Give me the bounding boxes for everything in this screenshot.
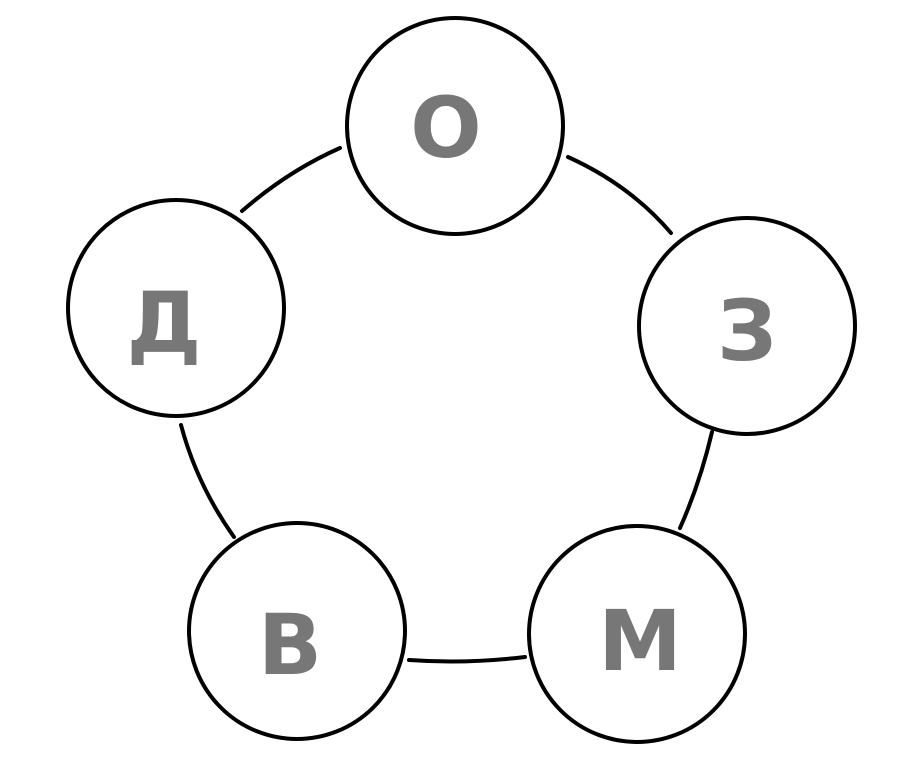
- node-letter: Д: [127, 274, 202, 372]
- node-letter: З: [717, 282, 777, 380]
- connector-d-o: [240, 146, 342, 213]
- connector-z-m: [678, 430, 714, 530]
- node-circle: [187, 521, 407, 741]
- node-circle: [66, 198, 286, 418]
- connector-v-d: [179, 423, 236, 539]
- node-circle: [527, 524, 747, 744]
- node-d: Д: [66, 198, 286, 418]
- node-v: В: [187, 521, 407, 741]
- node-circle: [637, 216, 857, 436]
- node-m: М: [527, 524, 747, 744]
- connector-o-z: [566, 155, 673, 235]
- node-o: О: [345, 16, 565, 236]
- node-circle: [345, 16, 565, 236]
- node-z: З: [637, 216, 857, 436]
- node-letter: М: [598, 592, 682, 690]
- connector-m-v: [407, 655, 527, 664]
- node-letter: В: [258, 596, 322, 694]
- node-letter: О: [410, 79, 481, 177]
